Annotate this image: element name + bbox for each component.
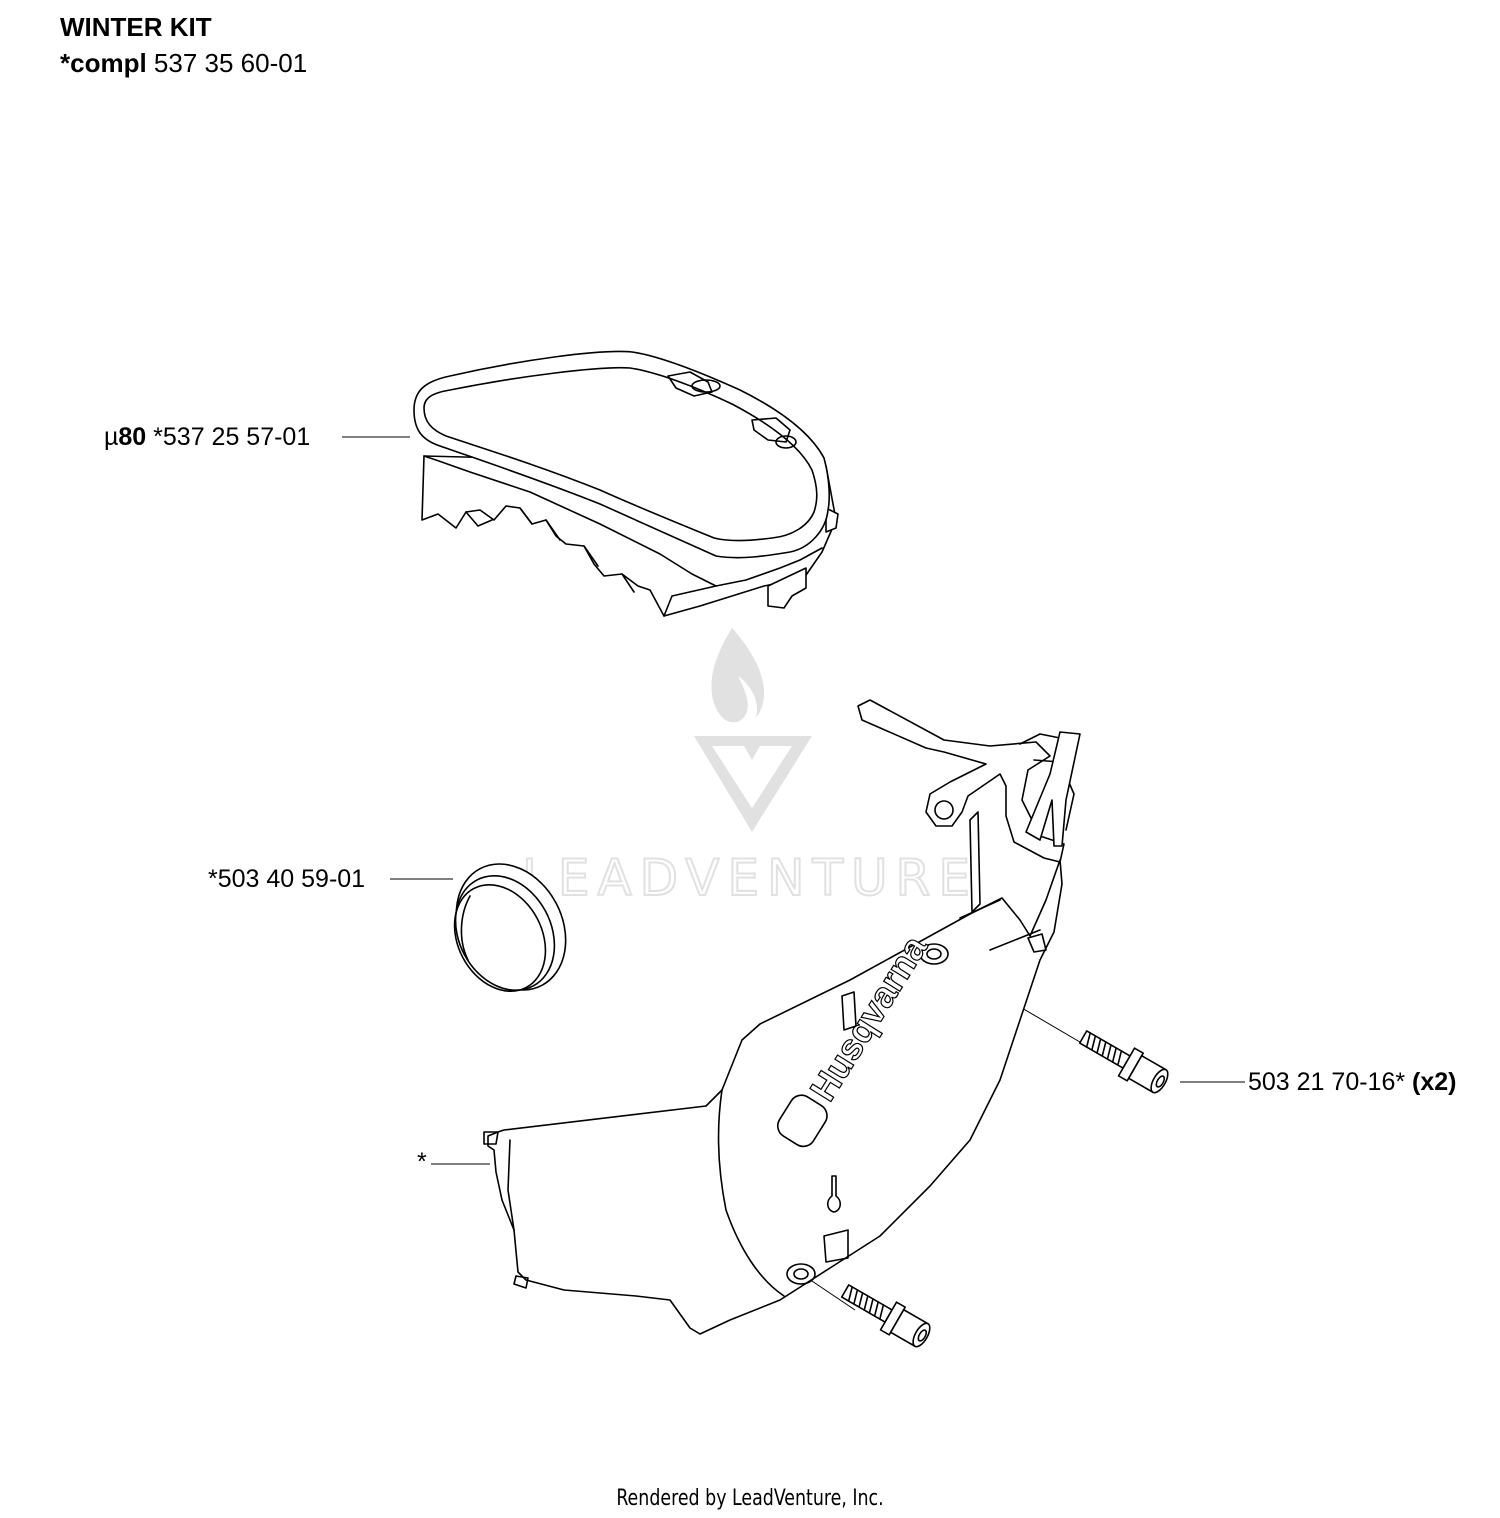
screw-upper [1078,1030,1169,1094]
callout-plug: *503 40 59-01 [208,865,366,893]
watermark-text: LEADVENTURE [522,849,978,907]
callout-guard: * [417,1148,427,1176]
callout-cover-number: *537 25 57-01 [146,423,311,451]
kit-part-number: *compl 537 35 60-01 [60,50,307,76]
callout-screw-qty: (x2) [1405,1068,1457,1096]
callout-cover-qty: 80 [118,423,147,451]
winter-cover-part [413,350,839,617]
callout-cover: µ80 *537 25 57-01 [104,425,310,450]
leadventure-watermark-logo: LEADVENTURE [521,628,978,908]
screw-lower [840,1284,931,1348]
compl-number: 537 35 60-01 [146,48,308,78]
footer-credit: Rendered by LeadVenture, Inc. [616,1486,884,1511]
rubber-plug-part [453,863,567,993]
callout-screw-number: 503 21 70-16* [1248,1068,1406,1096]
side-cover-part: Husqvarna [483,859,1063,1335]
callout-cover-prefix: µ [104,423,119,451]
compl-label: *compl [60,48,147,78]
diagram-title: WINTER KIT [60,12,212,42]
callout-screw: 503 21 70-16* (x2) [1248,1070,1457,1095]
bracket-lever-part [857,699,1081,913]
